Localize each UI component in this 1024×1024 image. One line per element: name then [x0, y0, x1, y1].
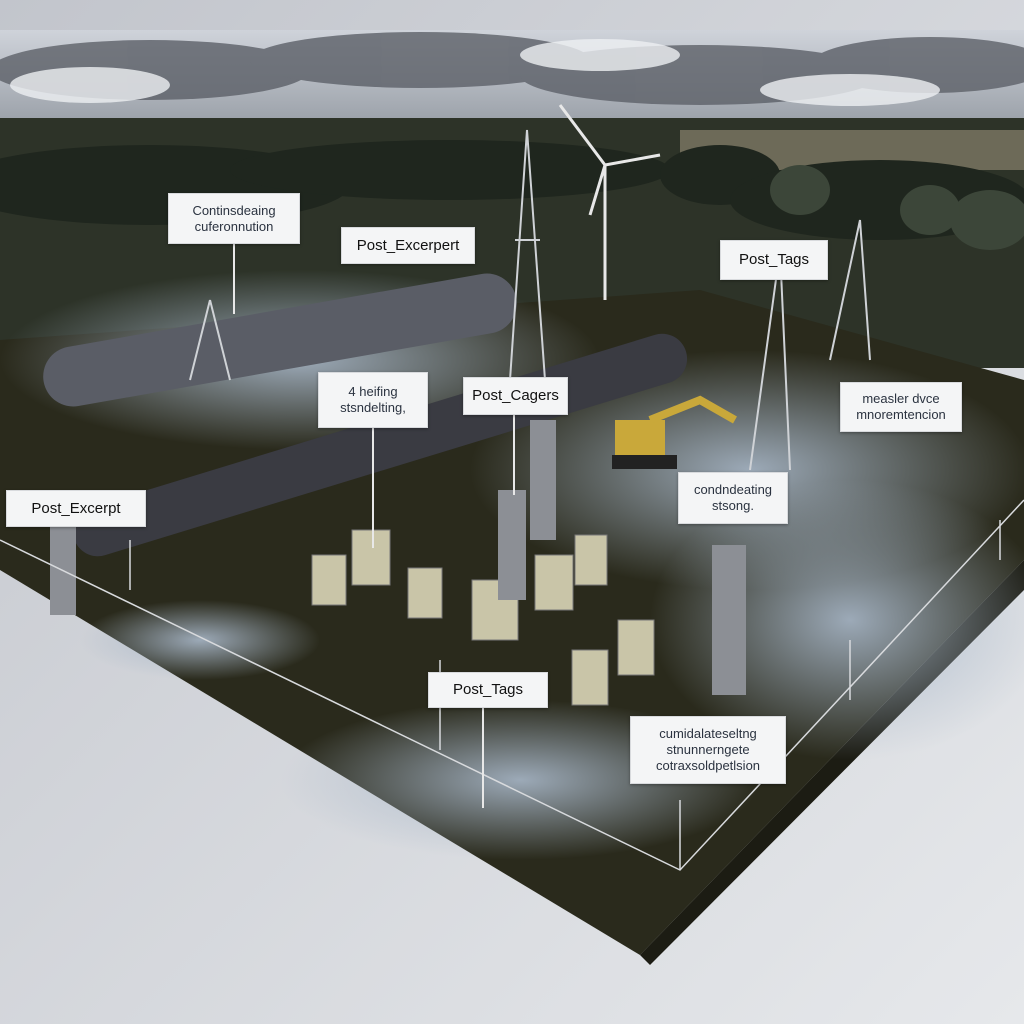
annotation-label: 4 heifing stsndelting,: [318, 372, 428, 428]
excavator: [612, 395, 737, 469]
annotation-label: condndeating stsong.: [678, 472, 788, 524]
towers: [189, 129, 871, 471]
label-post: [372, 428, 374, 548]
annotation-label: Post_Cagers: [463, 377, 568, 415]
annotation-label: Post_Excerpt: [6, 490, 146, 527]
label-post: [482, 708, 484, 808]
annotation-label: measler dvce mnoremtencion: [840, 382, 962, 432]
annotation-label: Post_Tags: [720, 240, 828, 280]
light-clouds: [10, 39, 940, 106]
wind-turbine: [558, 104, 661, 300]
annotation-label: Post_Tags: [428, 672, 548, 708]
label-post: [513, 415, 515, 495]
equipment-cabinets: [311, 529, 655, 706]
annotation-label: Continsdeaing cuferonnution: [168, 193, 300, 244]
trees: [770, 165, 1024, 250]
annotation-label: Post_Excerpert: [341, 227, 475, 264]
annotation-label: cumidalateseltng stnunnerngete cotraxsol…: [630, 716, 786, 784]
label-post: [233, 244, 235, 314]
